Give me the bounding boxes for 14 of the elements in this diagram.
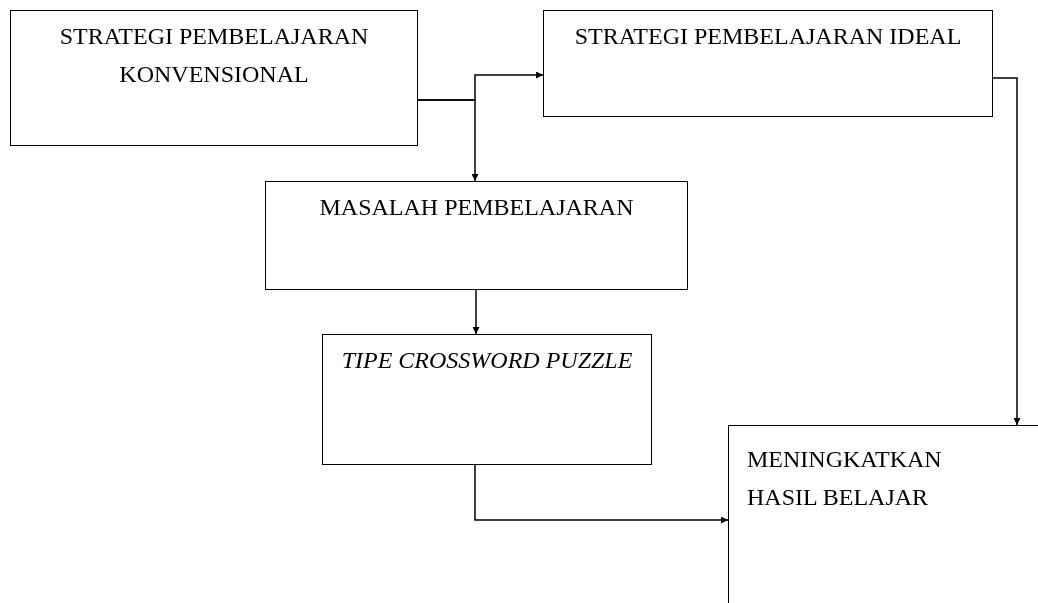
box-label: MASALAH PEMBELAJARAN bbox=[319, 193, 634, 222]
arrow bbox=[472, 289, 480, 335]
box-label: STRATEGI PEMBELAJARAN IDEAL bbox=[574, 22, 962, 51]
process-box bbox=[265, 181, 688, 290]
arrow bbox=[992, 77, 1021, 426]
process-box bbox=[728, 425, 1038, 603]
arrow bbox=[474, 464, 729, 524]
process-box bbox=[10, 10, 418, 146]
box-label: TIPE CROSSWORD PUZZLE bbox=[341, 346, 633, 375]
box-label: STRATEGI PEMBELAJARAN KONVENSIONAL bbox=[58, 22, 370, 89]
box-label: MENINGKATKAN HASIL BELAJAR bbox=[747, 445, 943, 512]
process-box bbox=[322, 334, 652, 465]
process-box bbox=[543, 10, 993, 117]
arrow bbox=[417, 99, 479, 182]
